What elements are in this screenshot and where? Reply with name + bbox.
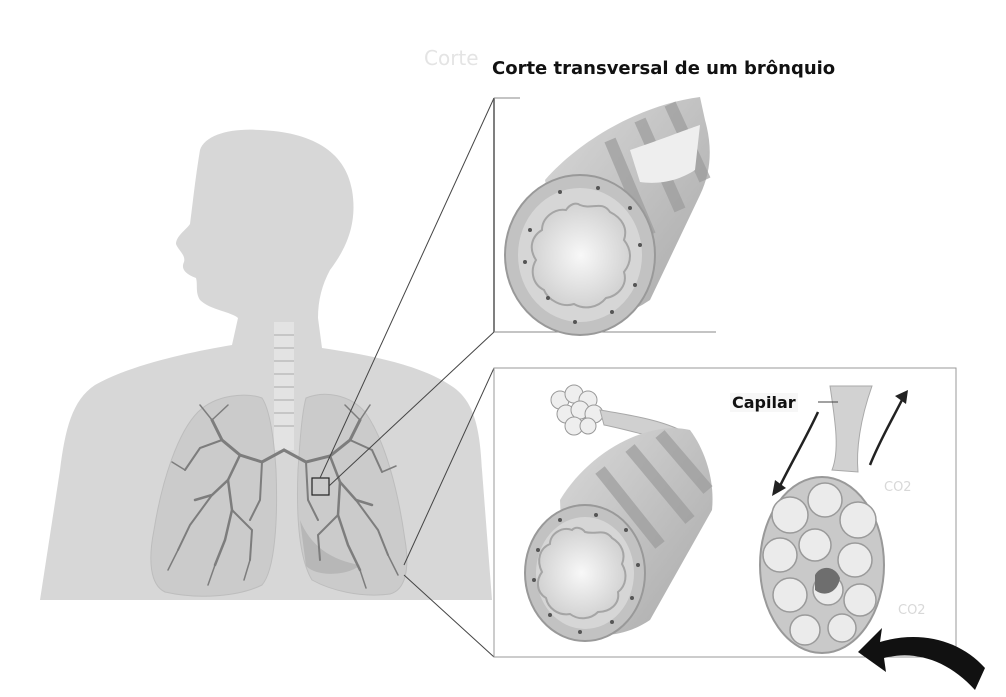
bronchus-title: Corte transversal de um brônquio: [492, 58, 835, 79]
co2-label-lower: CO2: [898, 603, 926, 618]
alveolar-sac-small: [551, 385, 603, 435]
trachea: [274, 322, 294, 450]
curved-black-arrow: [858, 628, 985, 690]
capillary-vessel: [830, 386, 872, 472]
bronchus-cross-section: [505, 97, 710, 335]
ghost-title: Corte: [424, 46, 479, 70]
co2-label-upper: CO2: [884, 480, 912, 495]
capillary-label: Capilar: [730, 393, 798, 412]
alveolar-cluster: [760, 477, 884, 653]
bronchiole-cross-section: [525, 428, 713, 641]
arrow-head-down: [772, 480, 786, 496]
